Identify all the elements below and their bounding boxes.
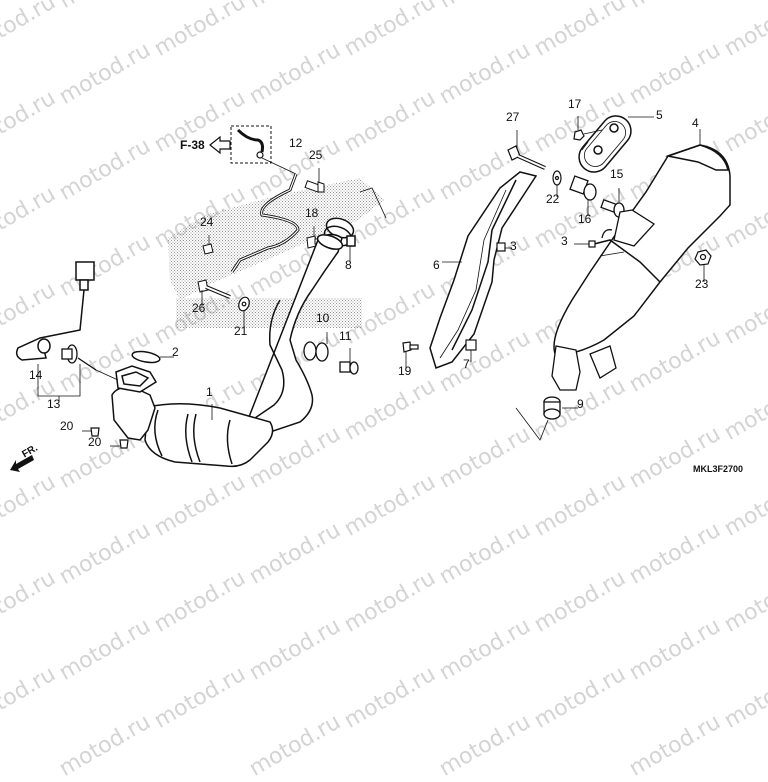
f38-arrow <box>209 135 231 155</box>
watermark-text: motod.ru <box>435 709 535 782</box>
watermark-text: motod.ru <box>245 613 345 686</box>
o2-sensor-13 <box>61 344 97 371</box>
bolt-27 <box>507 145 546 170</box>
collar-16 <box>569 175 597 201</box>
callout-14[interactable]: 14 <box>29 368 43 382</box>
watermark-text: motod.ru <box>530 661 630 734</box>
nut-17 <box>573 129 585 141</box>
callout-11[interactable]: 11 <box>339 329 352 343</box>
watermark-text: motod.ru <box>340 661 440 734</box>
sensor-wire-14 <box>15 261 95 361</box>
watermark-text: motod.ru <box>55 613 155 686</box>
nut-20a <box>90 427 100 437</box>
washer-21 <box>238 296 250 312</box>
callout-25[interactable]: 25 <box>309 148 323 162</box>
watermark-text: motod.ru <box>530 565 630 638</box>
callout-15[interactable]: 15 <box>610 167 624 181</box>
front-direction-arrow <box>10 455 34 472</box>
callout-7[interactable]: 7 <box>463 357 470 371</box>
tail-pipe <box>551 345 617 391</box>
watermark-text: motod.ru <box>720 661 768 734</box>
frame-stipple-region <box>168 178 385 328</box>
muffler-mount <box>601 209 656 247</box>
watermark-text: motod.ru <box>340 565 440 638</box>
callout-18[interactable]: 18 <box>305 206 319 220</box>
callout-13[interactable]: 13 <box>47 397 61 411</box>
header-flange <box>111 365 158 441</box>
callout-8[interactable]: 8 <box>345 258 352 272</box>
bolt-25 <box>304 180 325 193</box>
bolt-24 <box>202 243 214 255</box>
washer-22 <box>552 170 562 186</box>
nut-20b <box>119 439 129 449</box>
callout-3[interactable]: 3 <box>561 234 568 248</box>
f38-detail-box <box>230 125 272 164</box>
watermark-text: motod.ru <box>150 565 250 638</box>
watermark-text: motod.ru <box>55 709 155 782</box>
nut-3a <box>496 242 506 252</box>
watermark-text: motod.ru <box>150 661 250 734</box>
heat-shield-6 <box>429 171 538 369</box>
callout-23[interactable]: 23 <box>695 277 709 291</box>
reference-f38-label[interactable]: F-38 <box>180 138 205 152</box>
callout-3[interactable]: 3 <box>510 239 517 253</box>
gasket-2 <box>131 350 161 364</box>
callout-2[interactable]: 2 <box>172 345 179 359</box>
watermark-text: motod.ru <box>245 709 345 782</box>
grommet-10 <box>303 341 329 362</box>
nut-7 <box>465 339 477 351</box>
callout-17[interactable]: 17 <box>568 97 582 111</box>
callout-4[interactable]: 4 <box>692 116 699 130</box>
muffler-4 <box>553 144 731 357</box>
bolt-19 <box>402 341 419 353</box>
watermark-text: motod.ru <box>625 613 725 686</box>
callout-21[interactable]: 21 <box>234 324 248 338</box>
watermark-text: motod.ru <box>0 661 60 734</box>
bracket-plate-5 <box>578 115 632 173</box>
diagram-drawing <box>10 115 731 472</box>
callout-20[interactable]: 20 <box>88 435 102 449</box>
callout-20[interactable]: 20 <box>60 419 74 433</box>
callout-16[interactable]: 16 <box>578 212 592 226</box>
callout-1[interactable]: 1 <box>206 385 213 399</box>
callout-12[interactable]: 12 <box>289 136 303 150</box>
bolt-15 <box>600 199 625 218</box>
rubber-9 <box>543 396 561 420</box>
callout-6[interactable]: 6 <box>433 258 440 272</box>
bolt-26 <box>197 279 231 299</box>
callout-9[interactable]: 9 <box>577 397 584 411</box>
exhaust-pipe-1 <box>238 233 344 441</box>
catalyst-body <box>144 402 274 468</box>
watermark-text: motod.ru <box>435 613 535 686</box>
callout-5[interactable]: 5 <box>656 108 663 122</box>
nut-3b <box>588 240 596 248</box>
watermark-text: motod.ru <box>0 565 60 638</box>
collar-11 <box>339 361 359 375</box>
watermark-text: motod.ru <box>720 565 768 638</box>
watermark-text: motod.ru <box>625 709 725 782</box>
diagram-code: MKL3F2700 <box>693 464 744 474</box>
callout-24[interactable]: 24 <box>200 215 214 229</box>
callout-26[interactable]: 26 <box>192 301 206 315</box>
callout-10[interactable]: 10 <box>316 311 330 325</box>
callout-27[interactable]: 27 <box>506 110 520 124</box>
callout-22[interactable]: 22 <box>546 192 560 206</box>
nut-23 <box>694 249 712 266</box>
callout-19[interactable]: 19 <box>398 364 412 378</box>
